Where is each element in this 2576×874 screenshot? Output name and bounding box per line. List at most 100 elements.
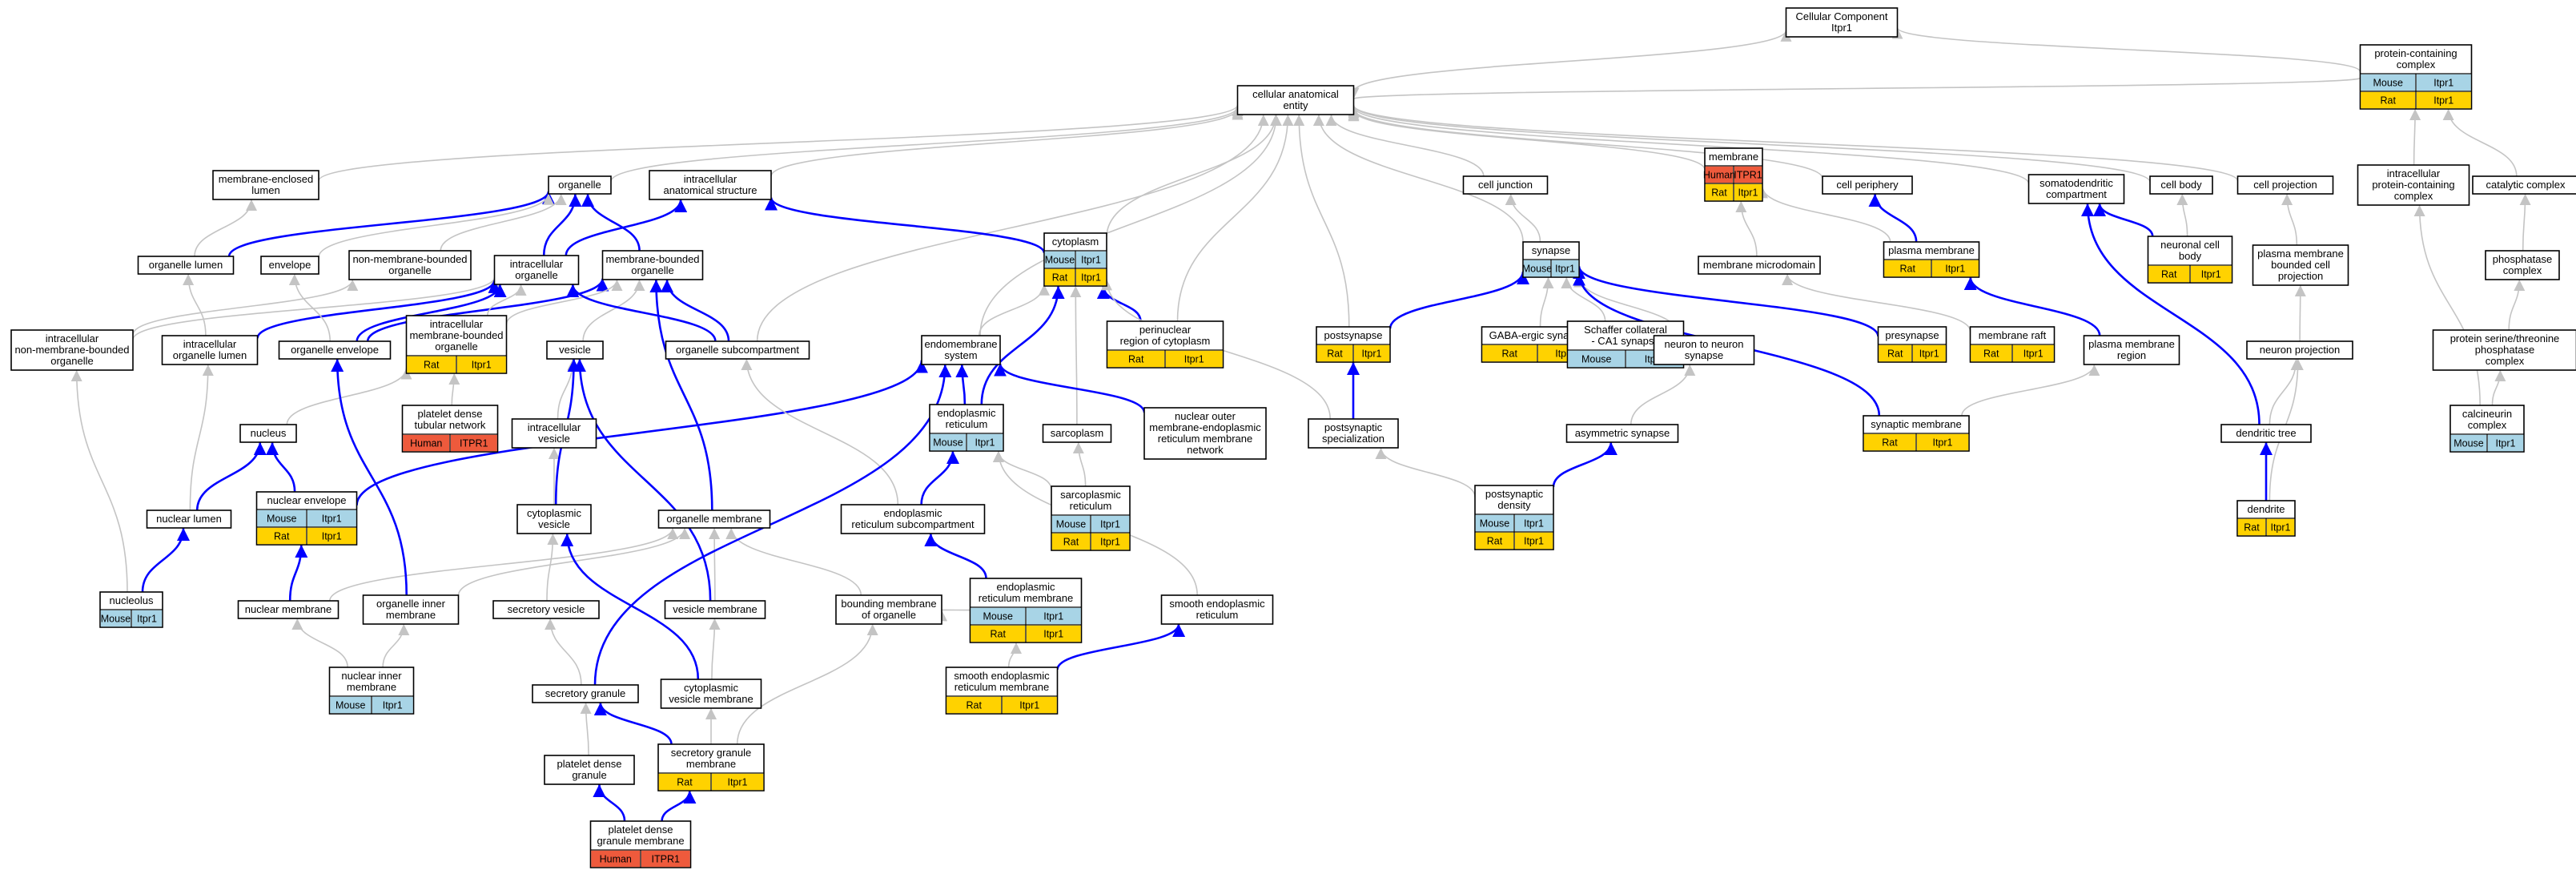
- node-cell-projection[interactable]: cell projection: [2236, 175, 2334, 195]
- node-nuclear-membrane[interactable]: nuclear membrane: [237, 600, 340, 619]
- edge-er-to-cytoplasm: [980, 285, 1065, 405]
- node-organelle-subcompartment[interactable]: organelle subcompartment: [665, 340, 810, 360]
- node-intracellular-membrane-bounded-organelle[interactable]: intracellularmembrane-boundedorganelleRa…: [405, 315, 508, 374]
- node-cell-periphery[interactable]: cell periphery: [1822, 175, 1913, 195]
- node-secretory-vesicle[interactable]: secretory vesicle: [492, 600, 600, 619]
- node-label-line: organelle: [388, 264, 432, 276]
- node-label-line: platelet dense: [609, 824, 673, 836]
- svg-text:Rat: Rat: [1502, 348, 1518, 360]
- edge-plasmamem-to-membrane: [1757, 187, 1891, 243]
- node-organelle-envelope[interactable]: organelle envelope: [278, 340, 392, 360]
- node-label-line: endoplasmic: [884, 507, 942, 519]
- edge-intraorg-to-organelle: [542, 193, 582, 256]
- node-intracellular-non-membrane-bounded-organelle[interactable]: intracellularnon-membrane-boundedorganel…: [10, 329, 134, 371]
- edge-neuronalcb-to-sdc: [2093, 203, 2154, 237]
- node-protein-serine-threonine-phosphatase-complex[interactable]: protein serine/threoninephosphatasecompl…: [2432, 329, 2576, 371]
- node-vesicle-membrane[interactable]: vesicle membrane: [664, 600, 766, 619]
- node-organelle-membrane[interactable]: organelle membrane: [657, 509, 771, 529]
- node-membrane-microdomain[interactable]: membrane microdomain: [1698, 256, 1821, 275]
- edge-ersub-to-er: [920, 450, 959, 505]
- node-nuclear-lumen[interactable]: nuclear lumen: [146, 509, 232, 529]
- node-neuron-projection[interactable]: neuron projection: [2246, 340, 2353, 360]
- node-organelle[interactable]: organelle: [548, 175, 612, 195]
- node-dendritic-tree[interactable]: dendritic tree: [2220, 424, 2312, 443]
- node-nucleus[interactable]: nucleus: [239, 424, 297, 443]
- svg-text:Itpr1: Itpr1: [975, 437, 995, 449]
- node-label-line: reticulum membrane: [954, 681, 1050, 693]
- node-box: [10, 329, 134, 371]
- node-nuclear-outer-membrane-endoplasmic-reticulum-membrane-network[interactable]: nuclear outermembrane-endoplasmicreticul…: [1143, 407, 1267, 460]
- node-box: [548, 175, 612, 195]
- edge-synapse-to-celljunction: [1505, 193, 1541, 243]
- node-label-line: protein-containing: [2372, 179, 2454, 191]
- node-cell-body[interactable]: cell body: [2149, 175, 2213, 195]
- node-box: [2485, 250, 2560, 280]
- node-secretory-granule[interactable]: secretory granule: [532, 684, 639, 703]
- node-label-line: membrane-enclosed: [219, 173, 314, 185]
- node-vesicle[interactable]: vesicle: [546, 340, 604, 360]
- node-organelle-lumen[interactable]: organelle lumen: [137, 256, 235, 275]
- svg-text:Itpr1: Itpr1: [2433, 78, 2453, 89]
- node-cell-junction[interactable]: cell junction: [1462, 175, 1549, 195]
- edge-layer: [70, 26, 2531, 822]
- node-asymmetric-synapse[interactable]: asymmetric synapse: [1565, 424, 1679, 443]
- node-sarcoplasm[interactable]: sarcoplasm: [1042, 424, 1112, 443]
- species-cell-mouse-gene: Itpr1: [2486, 434, 2524, 452]
- node-envelope[interactable]: envelope: [260, 256, 319, 275]
- node-label-line: platelet dense: [557, 758, 622, 770]
- node-catalytic-complex[interactable]: catalytic complex: [2472, 175, 2576, 195]
- edge-nuclumen-to-iol: [189, 364, 214, 511]
- svg-text:Itpr1: Itpr1: [2495, 438, 2515, 449]
- node-label-line: membrane microdomain: [1703, 259, 1815, 271]
- svg-text:ITPR1: ITPR1: [460, 438, 488, 449]
